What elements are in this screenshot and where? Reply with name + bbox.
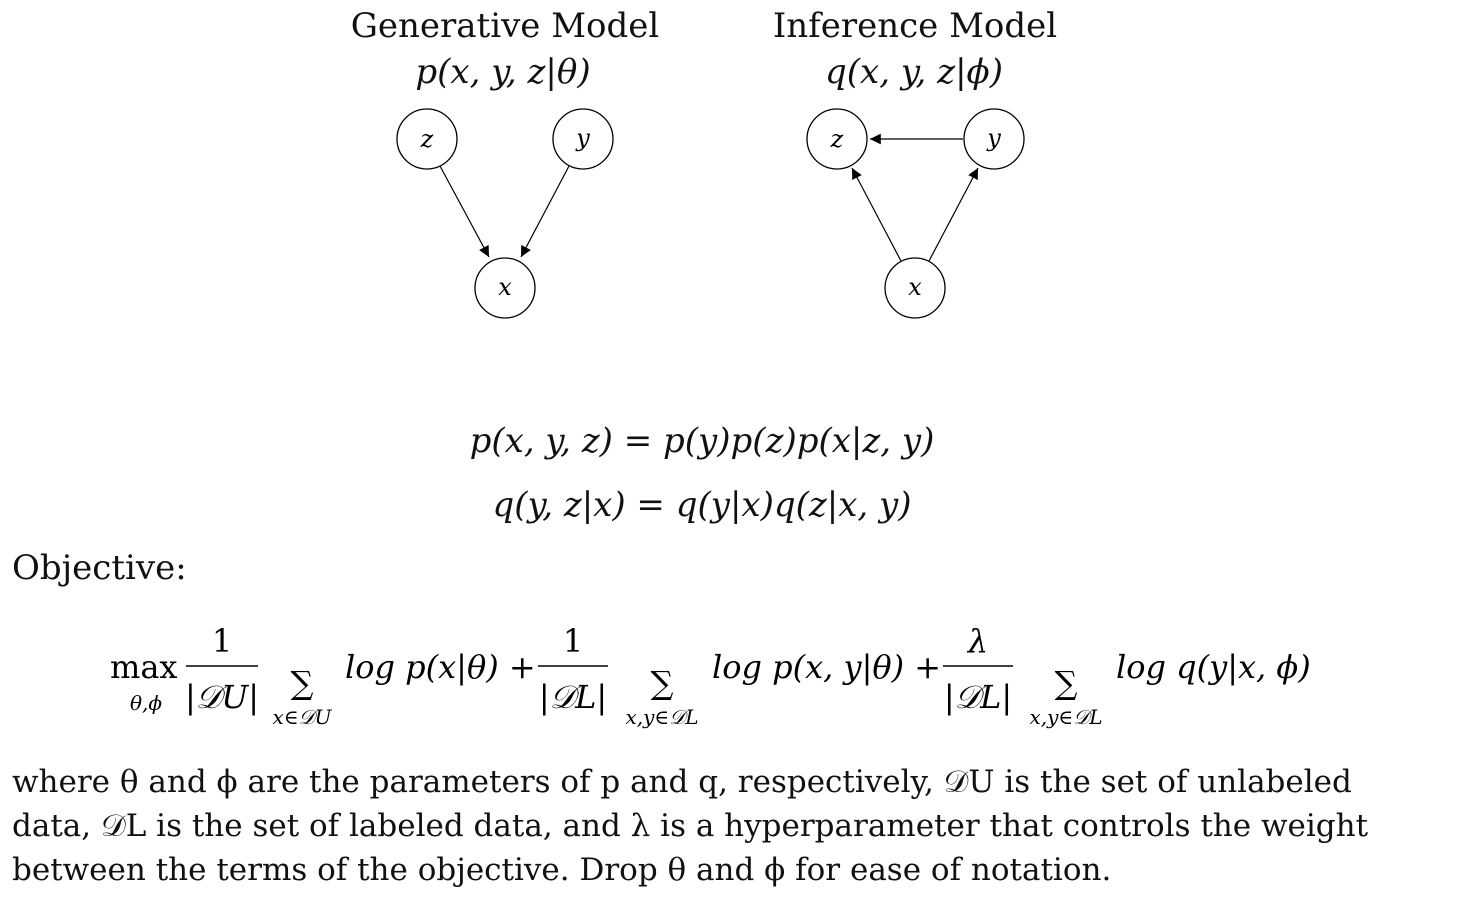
svg-text:z: z (830, 125, 844, 153)
explanation-line-3: between the terms of the objective. Drop… (12, 852, 1112, 888)
svg-text:x: x (908, 273, 922, 301)
explanation-paragraph: where θ and ϕ are the parameters of p an… (12, 760, 1402, 892)
inf-edge-x-y (928, 167, 979, 262)
gen-edge-z-x (439, 165, 490, 258)
fraction1-numerator: 1 (212, 622, 232, 660)
gen-node-z: z (396, 108, 458, 170)
graphical-models-diagram: z y x z y x (396, 108, 1025, 319)
max-operator: max (110, 648, 177, 686)
inf-node-x: x (884, 257, 946, 319)
generative-model-formula: p(x, y, z|θ) (415, 52, 591, 92)
sum-classifier: ∑ (1055, 664, 1078, 702)
inference-model-title: Inference Model (772, 6, 1058, 46)
fraction3-denominator: |𝒟L| (944, 678, 1012, 716)
fraction1-denominator: |𝒟U| (185, 678, 259, 716)
term-labeled: log p(x, y|θ) + (712, 648, 941, 686)
objective-label: Objective: (12, 548, 187, 588)
svg-text:y: y (575, 124, 590, 152)
inf-node-z: z (806, 108, 868, 170)
inf-edge-x-z (851, 167, 902, 262)
gen-node-y: y (552, 108, 614, 170)
gen-node-x: x (474, 257, 536, 319)
fraction2-denominator: |𝒟L| (539, 678, 607, 716)
posterior-factorization-equation: q(y, z|x) = q(y|x)q(z|x, y) (492, 485, 912, 525)
sum-labeled-subscript: x,y∈𝒟L (626, 705, 699, 729)
explanation-line-2: data, 𝒟L is the set of labeled data, and… (12, 808, 1369, 844)
svg-text:y: y (986, 124, 1001, 152)
inf-node-y: y (963, 108, 1025, 170)
explanation-line-1: where θ and ϕ are the parameters of p an… (12, 764, 1352, 800)
sum-unlabeled: ∑ (291, 664, 314, 702)
term-classifier: log q(y|x, ϕ) (1116, 648, 1311, 686)
term-unlabeled: log p(x|θ) + (345, 648, 536, 686)
joint-factorization-equation: p(x, y, z) = p(y)p(z)p(x|z, y) (469, 421, 935, 461)
svg-text:z: z (420, 125, 434, 153)
generative-model-title: Generative Model (350, 6, 660, 46)
sum-labeled: ∑ (651, 664, 674, 702)
gen-edge-y-x (520, 165, 570, 258)
svg-text:x: x (498, 273, 512, 301)
fraction3-numerator: λ (966, 622, 988, 660)
fraction2-numerator: 1 (563, 622, 583, 660)
sum-classifier-subscript: x,y∈𝒟L (1030, 705, 1103, 729)
objective-equation: max θ,ϕ 1 |𝒟U| ∑ x∈𝒟U log p(x|θ) + 1 |𝒟L… (110, 622, 1311, 729)
max-subscript: θ,ϕ (130, 691, 162, 715)
sum-unlabeled-subscript: x∈𝒟U (273, 705, 333, 729)
inference-model-formula: q(x, y, z|ϕ) (825, 52, 1003, 92)
